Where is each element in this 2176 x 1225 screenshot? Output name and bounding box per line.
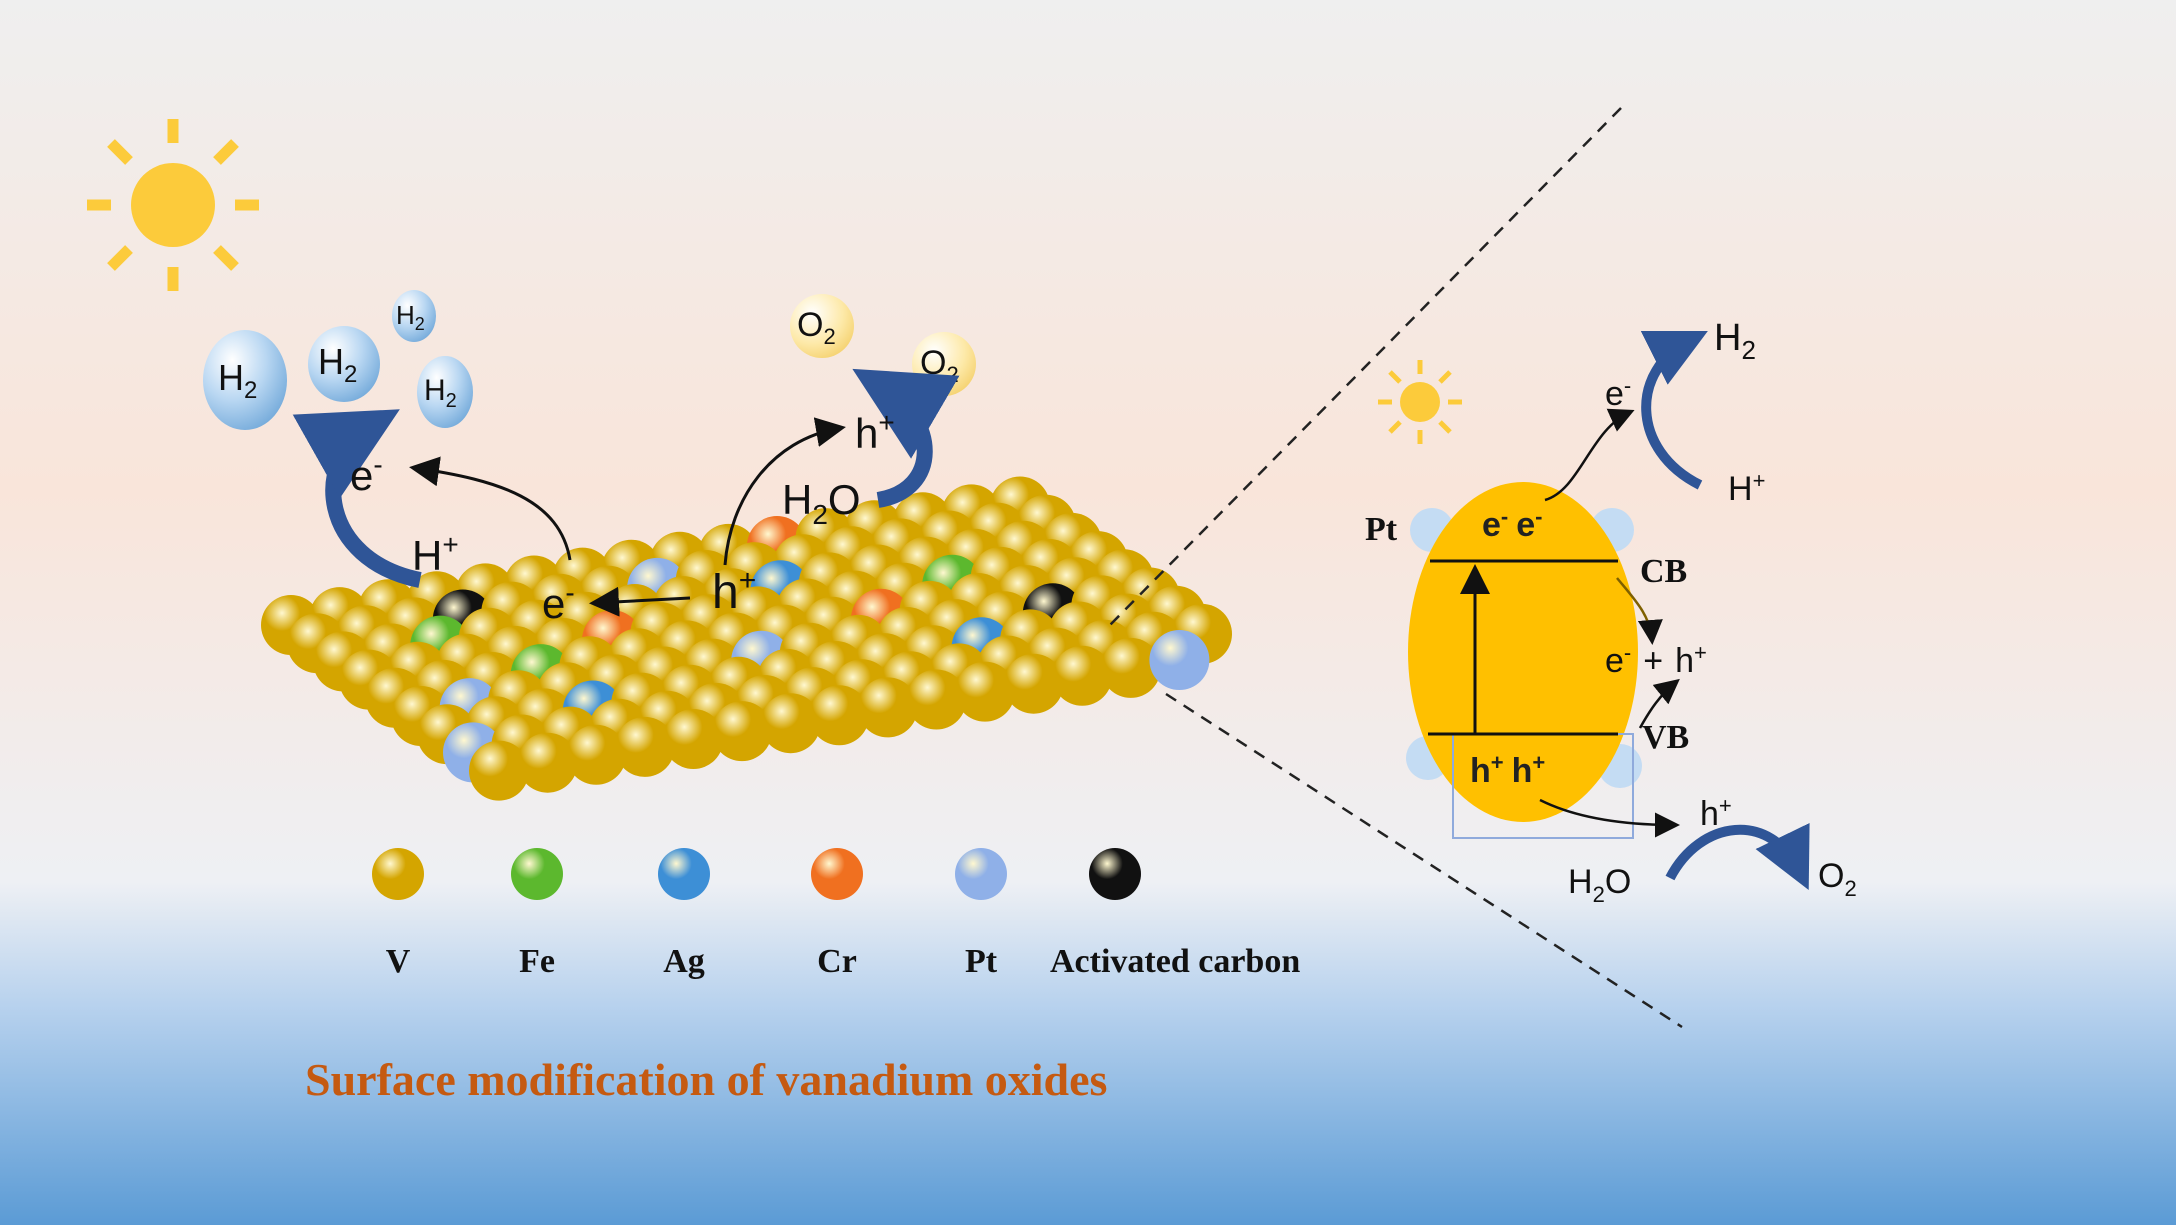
- pair-label: e-+h+: [1605, 640, 1707, 680]
- legend-swatch: [372, 848, 424, 900]
- h2-bubble: H2: [417, 356, 473, 428]
- o2-label-right: O2: [1818, 857, 1857, 901]
- h2-bubble: H2: [203, 330, 287, 430]
- dopant-atom-pt: [1149, 630, 1210, 690]
- vanadium-atom: [857, 677, 918, 738]
- water-label: H2O: [782, 476, 861, 530]
- legend: V Fe Ag Cr Pt Activated carbon: [372, 848, 1300, 980]
- legend-swatch: [658, 848, 710, 900]
- h-plus-label: H+: [1728, 468, 1765, 508]
- vanadium-atom: [809, 685, 870, 746]
- legend-item: Activated carbon: [1050, 848, 1300, 980]
- h2-bubble: H2: [392, 290, 436, 342]
- proton-label: H+: [412, 529, 459, 579]
- svg-text:H2: H2: [318, 341, 357, 388]
- legend-swatch: [511, 848, 563, 900]
- legend-label: Pt: [965, 943, 998, 980]
- svg-text:H2: H2: [218, 357, 257, 404]
- e-label: e-: [1605, 373, 1631, 413]
- svg-text:O2: O2: [797, 306, 836, 349]
- left-reaction-arrows: [292, 368, 960, 617]
- legend-swatch: [1089, 848, 1141, 900]
- sun-icon: [87, 119, 259, 291]
- legend-label: V: [386, 943, 411, 980]
- vanadium-atom: [517, 732, 578, 793]
- vanadium-atom: [1052, 645, 1113, 706]
- legend-swatch: [955, 848, 1007, 900]
- figure-title: Surface modification of vanadium oxides: [305, 1054, 1107, 1105]
- legend-label: Fe: [519, 943, 555, 980]
- legend-label: Ag: [663, 943, 705, 980]
- water-label-right: H2O: [1568, 863, 1631, 907]
- vanadium-atom: [1003, 653, 1064, 714]
- o2-bubble: O2: [790, 294, 854, 358]
- legend-item: V: [372, 848, 424, 980]
- legend-label: Activated carbon: [1050, 943, 1300, 980]
- vanadium-atom: [1100, 637, 1161, 698]
- surface-electron-label: e-: [542, 577, 575, 627]
- vanadium-atom: [760, 693, 821, 754]
- small-sun-icon: [1378, 360, 1462, 444]
- o2-bubble: O2: [912, 332, 976, 396]
- legend-item: Pt: [955, 848, 1007, 980]
- cb-electrons: e-e-: [1482, 504, 1543, 544]
- legend-item: Ag: [658, 848, 710, 980]
- electron-label: e-: [350, 449, 383, 499]
- pt-label: Pt: [1365, 511, 1398, 548]
- hole-label: h+: [855, 407, 895, 457]
- surface-hole-label: h+: [712, 564, 756, 619]
- vanadium-oxide-lattice: [261, 476, 1232, 801]
- legend-swatch: [811, 848, 863, 900]
- legend-label: Cr: [817, 943, 857, 980]
- vanadium-atom: [906, 669, 967, 730]
- vanadium-atom: [663, 709, 724, 769]
- svg-text:H2: H2: [396, 300, 425, 334]
- vb-holes: h+h+: [1470, 750, 1545, 790]
- zoom-line: [1165, 692, 1683, 1029]
- h2-label: H2: [1714, 317, 1756, 365]
- legend-item: Fe: [511, 848, 563, 980]
- cb-label: CB: [1640, 553, 1687, 590]
- hole-out-label: h+: [1700, 793, 1732, 833]
- vanadium-atom: [955, 661, 1015, 722]
- zoom-line: [1109, 107, 1622, 626]
- h2-bubbles: H2 H2 H2 H2: [203, 290, 473, 430]
- svg-text:H2: H2: [424, 374, 457, 412]
- h2-bubble: H2: [308, 326, 380, 402]
- vanadium-atom: [469, 740, 529, 801]
- vanadium-atom: [712, 701, 772, 762]
- vanadium-atom: [566, 724, 627, 785]
- legend-item: Cr: [811, 848, 863, 980]
- vanadium-atom: [614, 716, 675, 777]
- vb-label: VB: [1642, 719, 1689, 756]
